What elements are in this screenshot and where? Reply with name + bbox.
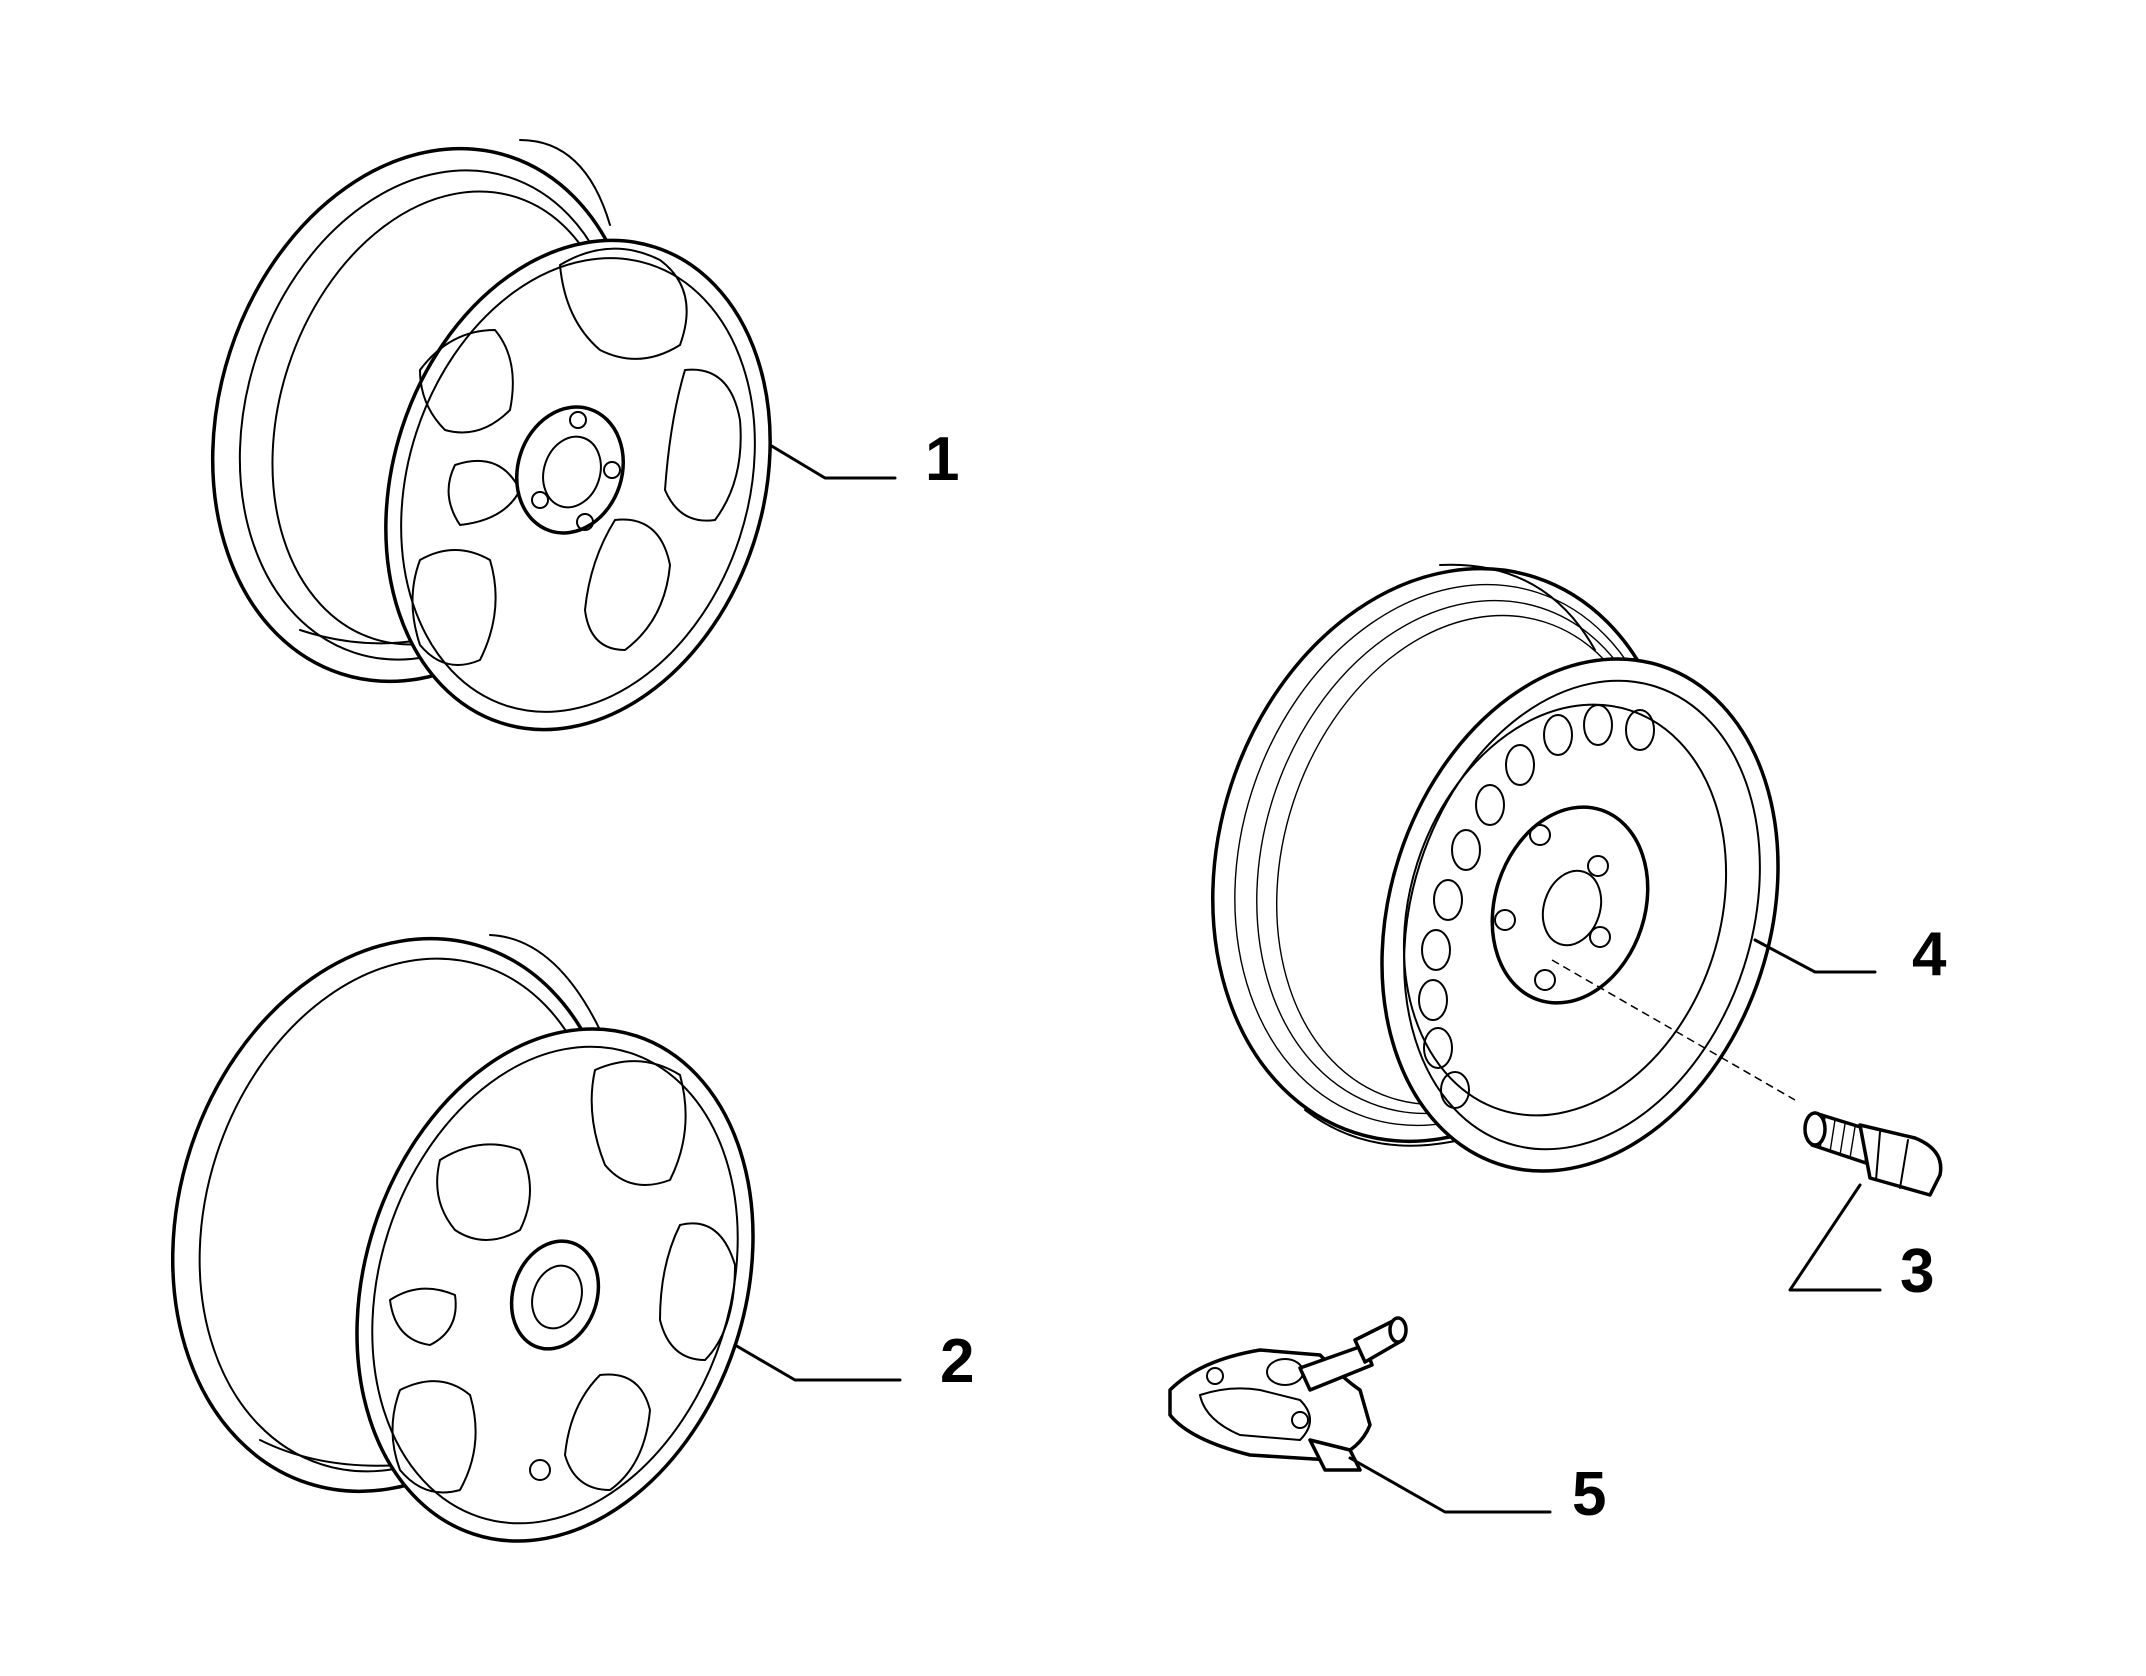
callout-number-3: 3 [1900, 1237, 1934, 1306]
callout-number-5: 5 [1572, 1460, 1606, 1529]
tpms-sensor-5[interactable] [1168, 1316, 1408, 1472]
callout-5: 5 [1348, 1456, 1606, 1529]
callout-number-4: 4 [1912, 920, 1947, 989]
callout-3: 3 [1788, 1183, 1934, 1306]
callout-2: 2 [733, 1327, 974, 1396]
callout-number-1: 1 [925, 425, 959, 494]
alloy-wheel-2[interactable] [103, 880, 816, 1593]
alloy-wheel-1[interactable] [146, 93, 831, 780]
callout-number-2: 2 [940, 1327, 974, 1396]
callout-4: 4 [1753, 920, 1947, 989]
callout-1: 1 [768, 425, 959, 494]
steel-wheel-4[interactable] [1141, 508, 1842, 1223]
wheel-bolt-3[interactable] [1803, 1111, 1943, 1197]
